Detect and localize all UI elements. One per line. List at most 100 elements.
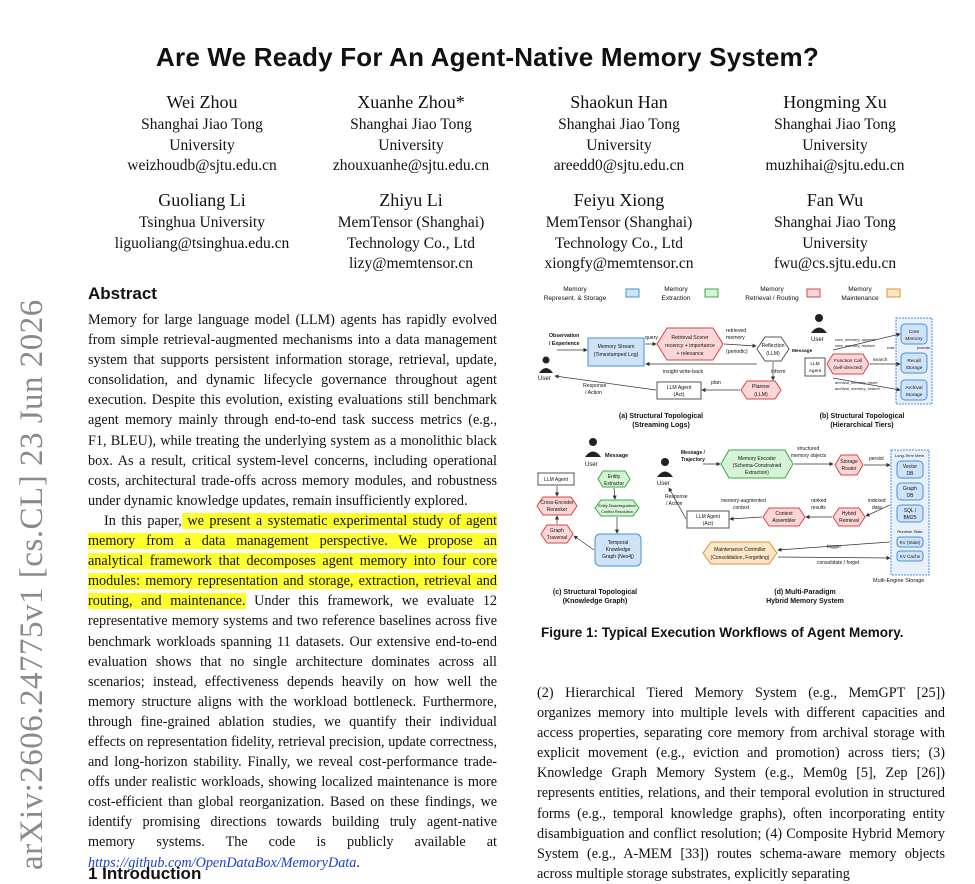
author-email: weizhoudb@sjtu.edu.cn <box>127 157 277 174</box>
graph-db-node <box>896 482 924 501</box>
panel-caption: (b) Structural Topological <box>820 413 905 420</box>
node-label: Entity <box>608 474 621 480</box>
panel-caption: (Knowledge Graph) <box>563 598 628 605</box>
author-name: Shaokun Han <box>570 92 668 112</box>
panel-b-hierarchical-tiers: User Message LLM Agent Function Call (se… <box>792 314 933 429</box>
llm-agent-node <box>537 472 575 486</box>
edge-label: memory-augmented <box>721 498 766 504</box>
abstract-paragraph-1: Memory for large language model (LLM) ag… <box>88 312 497 509</box>
node-label: Retrieval Scorer <box>671 335 708 341</box>
kv-state-node <box>896 536 924 548</box>
temporal-kg-node <box>594 533 642 567</box>
author-email: liguoliang@tsinghua.edu.cn <box>114 234 290 252</box>
node-label: LLM Agent <box>667 385 692 391</box>
node-label: User <box>811 337 824 343</box>
edge-label: core_memory_replace <box>835 343 876 348</box>
author-1: Wei Zhou Shanghai Jiao Tong University w… <box>92 89 312 177</box>
node-label: + relevance <box>677 351 704 357</box>
node-label: Storage <box>906 365 923 371</box>
node-label: Recall <box>907 358 920 364</box>
edge-label: search <box>873 357 888 363</box>
node-label: (Schema-Constrained <box>733 463 782 469</box>
author-4: Hongming Xu Shanghai Jiao Tong Universit… <box>725 89 945 177</box>
node-label: Graph <box>903 486 917 492</box>
panel-a-streaming-logs: Observation / Experience User Memory Str… <box>538 327 790 429</box>
edge-label: ranked <box>811 498 827 504</box>
kv-cache-node <box>896 550 924 562</box>
paper-title: Are We Ready For An Agent-Native Memory … <box>156 42 819 72</box>
author-name: Wei Zhou <box>166 92 238 112</box>
reflection-node <box>756 336 790 362</box>
node-label: Router <box>841 466 856 472</box>
panel-caption: (Streaming Logs) <box>632 422 690 429</box>
retrieval-scorer-node <box>656 327 724 361</box>
author-name: Hongming Xu <box>783 92 887 112</box>
author-affiliation: University <box>586 136 652 154</box>
abstract-text: Under this framework, we evaluate 12 rep… <box>88 593 498 851</box>
panel-caption: (d) Multi-Paradigm <box>774 589 835 596</box>
panel-caption: (Hierarchical Tiers) <box>830 422 893 429</box>
author-name: Guoliang Li <box>158 190 246 210</box>
archival-storage-node <box>900 379 928 401</box>
legend-text: Represent. & Storage <box>544 295 607 302</box>
node-label: Temporal <box>608 540 629 546</box>
panel-caption: Hybrid Memory System <box>766 598 844 605</box>
node-label: Cross-Encoder <box>540 500 574 506</box>
abstract-text: . <box>356 854 360 871</box>
node-label: Memory Stream <box>598 344 635 350</box>
edge-label: core_memory_append <box>835 337 876 342</box>
author-affiliation: Tsinghua University <box>139 214 265 231</box>
author-7: Feiyu Xiong MemTensor (Shanghai) Technol… <box>509 187 729 275</box>
author-affiliation: Technology Co., Ltd <box>346 234 476 252</box>
node-label: (Act) <box>703 521 714 527</box>
edge-label: Response <box>583 383 606 389</box>
vector-db-node <box>896 460 924 479</box>
author-email: fwu@cs.sjtu.edu.cn <box>773 255 897 272</box>
node-label: SQL / <box>904 508 917 514</box>
edge-label: results <box>811 505 826 511</box>
legend-swatch-maintenance <box>886 288 901 298</box>
author-affiliation: Shanghai Jiao Tong <box>141 116 263 133</box>
node-label: DB <box>907 493 915 499</box>
node-label: Conflict Resolution <box>601 510 633 514</box>
node-label: Graph <box>550 528 564 534</box>
planner-node <box>740 380 782 400</box>
node-label: Graph (Neo4j) <box>602 554 634 560</box>
author-affiliation: MemTensor (Shanghai) <box>545 214 693 231</box>
node-label: Long-Term Mem. <box>895 453 925 458</box>
legend-text: Memory <box>563 286 587 293</box>
user-icon <box>585 451 601 457</box>
edge-label: Response <box>665 494 688 500</box>
edge-label: data <box>872 505 882 511</box>
author-2: Xuanhe Zhou* Shanghai Jiao Tong Universi… <box>301 89 521 177</box>
llm-agent-node <box>686 510 730 529</box>
figure-caption: Figure 1: Typical Execution Workflows of… <box>541 625 904 640</box>
graph-traversal-node <box>540 524 574 544</box>
maintenance-controller-node <box>702 541 778 565</box>
arxiv-watermark: arXiv:2606.24775v1 [cs.CL] 23 Jun 2026 <box>14 299 50 870</box>
edge-label: inform <box>771 369 785 375</box>
node-label: Memory Encoder <box>738 456 776 462</box>
node-label: Memory <box>905 336 923 342</box>
user-icon <box>811 327 827 333</box>
node-label: Reflection <box>761 343 784 349</box>
edge-label: Message <box>605 453 628 459</box>
legend-text: Retrieval / Routing <box>745 295 799 302</box>
memory-encoder-node <box>720 449 794 479</box>
node-label: DB <box>907 471 915 477</box>
node-label: Archival <box>905 385 922 391</box>
legend-swatch-retrieval <box>806 288 821 298</box>
author-email: xiongfy@memtensor.cn <box>544 255 694 272</box>
node-label: (Act) <box>674 392 685 398</box>
node-label: (self-directed) <box>833 365 863 371</box>
author-affiliation: University <box>378 136 444 154</box>
agent-memory-workflow-figure: Memory Represent. & Storage Memory Extra… <box>536 286 933 605</box>
edge-label: consolidate / forget <box>817 560 860 566</box>
node-label: Storage <box>840 459 858 465</box>
abstract-paragraph-2: In this paper, we present a systematic e… <box>88 511 497 873</box>
node-label: Reranker <box>547 507 568 513</box>
edge-label: / Action <box>585 390 602 396</box>
edge-label: (periodic) <box>726 349 748 355</box>
code-link[interactable]: https://github.com/OpenDataBox/MemoryDat… <box>88 854 357 871</box>
panel-caption: (a) Structural Topological <box>619 413 703 420</box>
